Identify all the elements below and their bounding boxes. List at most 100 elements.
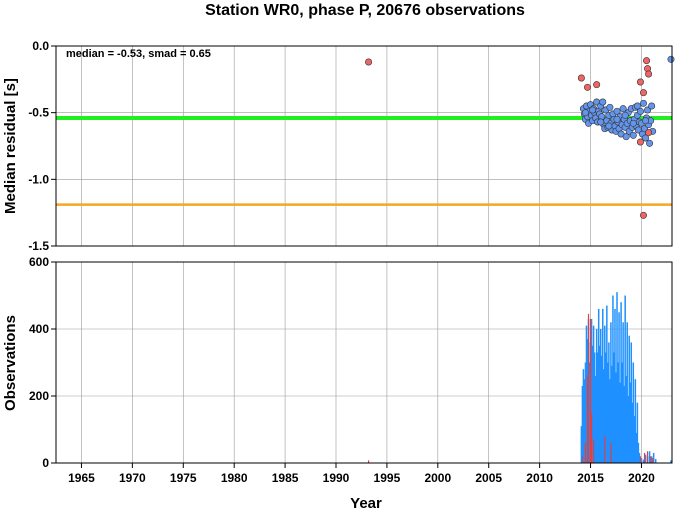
blue-observation-bar [609, 379, 611, 463]
blue-observation-bar [597, 308, 600, 463]
red-residual-point [636, 78, 644, 86]
blue-observation-bar [611, 365, 613, 463]
red-observation-bar [646, 451, 649, 463]
y-tick-label: 600 [29, 255, 49, 269]
red-observation-bar [586, 375, 589, 463]
blue-observation-bar [596, 352, 599, 463]
red-observation-bar [589, 318, 592, 463]
blue-residual-point [589, 106, 597, 114]
red-observation-bar [581, 456, 583, 463]
blue-observation-bar [622, 322, 624, 463]
blue-observation-bar [581, 385, 584, 463]
x-tick-label: 1995 [374, 471, 401, 485]
blue-observation-bar [610, 322, 612, 463]
median-smad-annotation: median = -0.53, smad = 0.65 [66, 48, 211, 60]
blue-observation-bar [644, 454, 647, 463]
blue-observation-bar [591, 345, 594, 463]
red-residual-point [636, 138, 644, 146]
blue-observation-bar [612, 295, 614, 463]
blue-residual-point [581, 109, 589, 117]
blue-residual-point [642, 134, 650, 142]
x-tick-label: 1980 [221, 471, 248, 485]
blue-residual-point [597, 118, 605, 126]
red-residual-point [583, 83, 591, 91]
blue-residual-point [636, 107, 644, 115]
blue-observation-bar [635, 432, 638, 463]
blue-observation-bar [608, 342, 610, 463]
blue-observation-bar [607, 362, 609, 463]
y-tick-label: -1.0 [28, 172, 49, 186]
blue-observation-bar [600, 355, 603, 463]
x-tick-label: 1985 [272, 471, 299, 485]
blue-observation-bar [598, 345, 601, 463]
blue-residual-point [667, 55, 675, 63]
blue-observation-bar [637, 442, 640, 463]
blue-residual-point [629, 131, 637, 139]
red-residual-point [645, 70, 653, 78]
y-tick-label: 0 [42, 456, 49, 470]
red-observation-bar [367, 460, 370, 463]
blue-observation-bar [616, 292, 618, 463]
residual-frame [55, 45, 673, 247]
blue-observation-bar [625, 375, 627, 463]
blue-residual-point [621, 111, 629, 119]
blue-observation-bar [602, 308, 604, 463]
blue-observation-bar [604, 325, 606, 463]
blue-observation-bar [630, 342, 633, 463]
blue-observation-bar [599, 329, 602, 463]
red-residual-point [577, 74, 585, 82]
blue-residual-point [606, 103, 614, 111]
blue-observation-bar [623, 385, 625, 463]
x-tick-label: 2010 [526, 471, 553, 485]
blue-observation-bar [624, 295, 626, 463]
blue-observation-bar [593, 352, 596, 463]
blue-observation-bar [605, 352, 607, 463]
blue-observation-bar [603, 369, 605, 463]
blue-residual-point [613, 115, 621, 123]
red-observation-bar [639, 456, 642, 463]
y-tick-label: 200 [29, 389, 49, 403]
blue-observation-bar [627, 396, 629, 463]
red-observation-bar [587, 313, 590, 463]
y-tick-label: -1.5 [28, 239, 49, 253]
y-tick-label: 400 [29, 322, 49, 336]
red-residual-point [639, 211, 647, 219]
blue-residual-point [613, 107, 621, 115]
red-observation-bar [643, 452, 646, 463]
blue-residual-point [646, 139, 654, 147]
residual-panel: 0.0-0.5-1.0-1.5 median = -0.53, smad = 0… [2, 39, 675, 253]
blue-residual-point [633, 102, 641, 110]
observations-y-axis-label: Observations [2, 315, 19, 411]
blue-observation-bar [619, 382, 621, 463]
blue-residual-point [605, 122, 613, 130]
blue-observation-bar [595, 329, 598, 463]
red-residual-point [365, 58, 373, 66]
blue-residual-point [629, 119, 637, 127]
observations-grid [56, 261, 672, 464]
blue-observation-bar [636, 402, 639, 463]
blue-observation-bar [583, 379, 586, 463]
blue-observation-bar [584, 362, 587, 463]
red-residual-point [639, 89, 647, 97]
x-tick-label: 2015 [577, 471, 604, 485]
blue-observation-bar [632, 362, 635, 463]
blue-residual-point [619, 105, 627, 113]
red-observation-bar [610, 442, 612, 463]
blue-observation-bar [620, 302, 622, 463]
blue-observation-bar [582, 369, 585, 463]
blue-observation-bar [621, 362, 623, 463]
residual-y-ticks: 0.0-0.5-1.0-1.5 [28, 39, 56, 253]
blue-observation-bar [590, 318, 593, 463]
blue-observation-bar [628, 335, 630, 463]
red-observation-bar [604, 436, 606, 463]
blue-observation-bar [642, 459, 645, 463]
red-observation-bar [593, 439, 595, 463]
x-tick-label: 2005 [475, 471, 502, 485]
chart-title: Station WR0, phase P, 20676 observations [205, 2, 525, 19]
x-tick-label: 1975 [170, 471, 197, 485]
x-axis-label: Year [350, 495, 382, 511]
observations-y-ticks: 0 200 400 600 [29, 255, 56, 470]
red-observation-bar [650, 456, 652, 463]
red-observation-bar [652, 457, 654, 463]
blue-residual-point [622, 133, 630, 141]
